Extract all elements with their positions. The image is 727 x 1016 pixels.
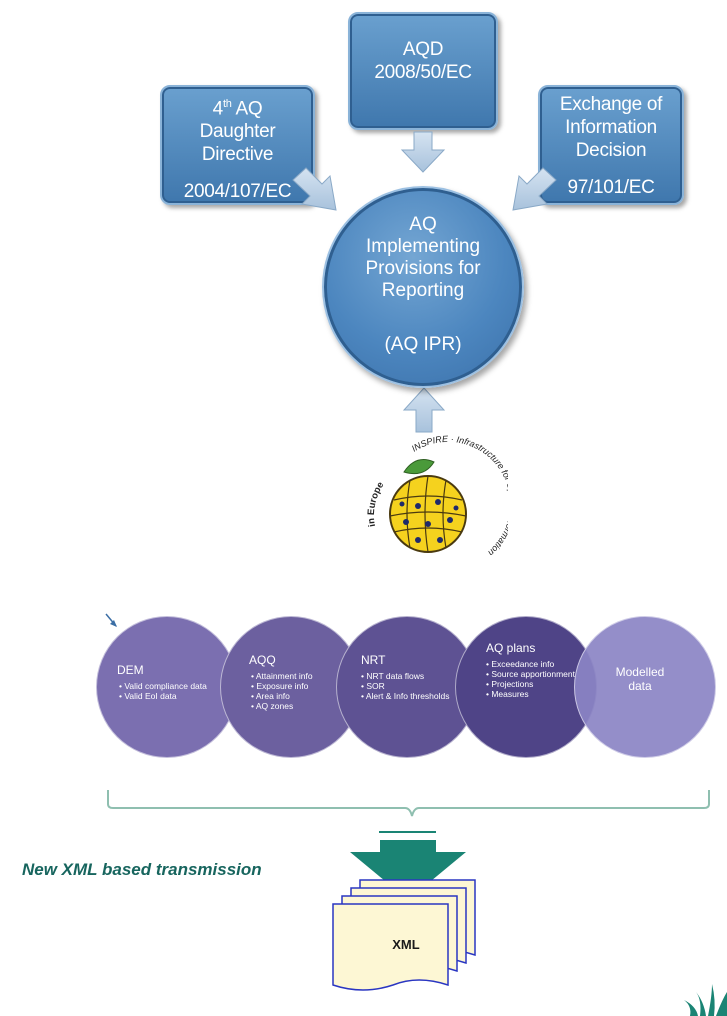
- circle-aq-plans: AQ plans Exceedance info Source apportio…: [455, 616, 597, 758]
- nrt-item: Alert & Info thresholds: [361, 691, 457, 701]
- center-line3: Provisions for: [365, 258, 481, 279]
- center-line4: Reporting: [381, 280, 465, 301]
- plant-logo-icon: [684, 984, 727, 1016]
- nrt-item: NRT data flows: [361, 671, 457, 681]
- bracket-icon: [107, 790, 710, 817]
- circle-dem: DEM Valid compliance data Valid EoI data: [96, 616, 238, 758]
- daughter-line1: 4th AQ: [212, 98, 263, 120]
- exchange-number: 97/101/EC: [567, 177, 655, 198]
- nrt-title: NRT: [361, 653, 386, 667]
- daughter-line2: Daughter: [199, 121, 276, 143]
- inspire-text-left: in Europe: [366, 480, 386, 528]
- dem-item: Valid compliance data: [119, 681, 229, 691]
- aqd-number: 2008/50/EC: [374, 62, 472, 83]
- aqd-title: AQD: [402, 39, 444, 60]
- circle-nrt: NRT NRT data flows SOR Alert & Info thre…: [336, 616, 478, 758]
- circle-modelled-data: Modelled data: [574, 616, 716, 758]
- aq-plans-item: Exceedance info: [486, 659, 586, 669]
- modelled-title: Modelled data: [615, 665, 665, 693]
- nrt-item: SOR: [361, 681, 457, 691]
- xml-documents-icon: [332, 879, 476, 991]
- aq-plans-item: Source apportionment: [486, 669, 586, 679]
- aqq-item: Area info: [251, 691, 361, 701]
- aqq-item: Attainment info: [251, 671, 361, 681]
- aqq-title: AQQ: [249, 653, 276, 667]
- daughter-directive-box: 4th AQ Daughter Directive 2004/107/EC: [160, 85, 315, 205]
- arrow-diagonal-left-icon: [512, 167, 557, 211]
- arrow-diagonal-right-icon: [292, 167, 337, 211]
- teal-down-arrow-icon: [350, 840, 466, 900]
- svg-text:in Europe: in Europe: [366, 480, 386, 528]
- dem-item: Valid EoI data: [119, 691, 229, 701]
- aqq-item: AQ zones: [251, 701, 361, 711]
- daughter-number: 2004/107/EC: [183, 181, 292, 203]
- inspire-logo: in Europe INSPIRE · Infrastructure for S…: [366, 434, 508, 558]
- exchange-decision-box: Exchange of Information Decision 97/101/…: [538, 85, 684, 205]
- transmission-label: New XML based transmission: [22, 860, 262, 879]
- arrow-up-icon: [402, 387, 446, 433]
- arrow-down-icon: [400, 131, 446, 173]
- center-abbr: (AQ IPR): [384, 334, 462, 355]
- exchange-line2: Information: [565, 117, 657, 138]
- exchange-line1: Exchange of: [559, 94, 663, 115]
- aq-ipr-circle: AQ Implementing Provisions for Reporting…: [322, 186, 524, 388]
- exchange-line3: Decision: [575, 140, 647, 161]
- aq-plans-item: Projections: [486, 679, 586, 689]
- center-line2: Implementing: [365, 236, 481, 257]
- xml-label: XML: [392, 937, 420, 952]
- dem-title: DEM: [117, 663, 144, 677]
- aqq-item: Exposure info: [251, 681, 361, 691]
- aq-plans-item: Measures: [486, 689, 586, 699]
- center-line1: AQ: [409, 214, 437, 235]
- aqd-box: AQD 2008/50/EC: [348, 12, 498, 130]
- daughter-line3: Directive: [201, 144, 274, 166]
- aq-plans-title: AQ plans: [486, 641, 536, 655]
